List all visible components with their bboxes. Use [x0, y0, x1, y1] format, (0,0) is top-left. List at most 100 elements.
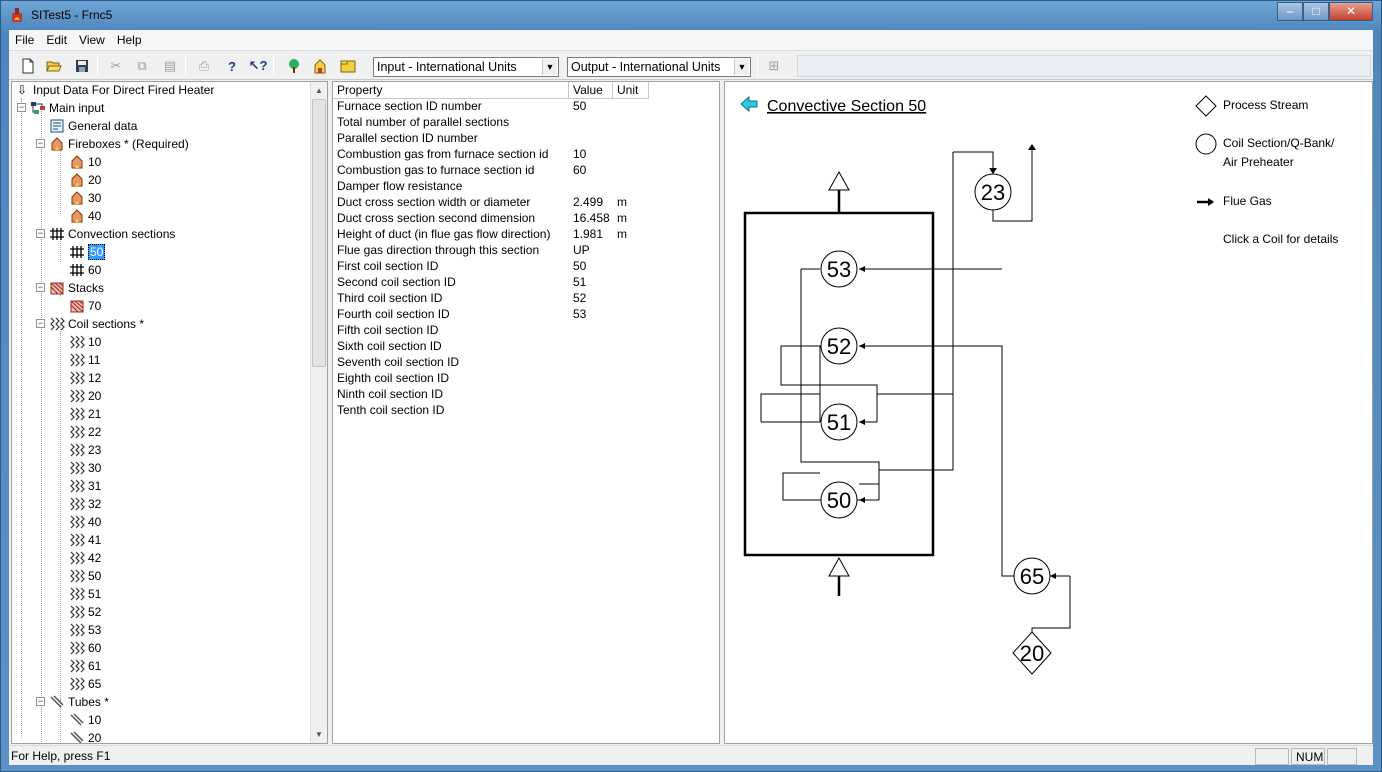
collapse-toggle[interactable]: − [36, 138, 45, 148]
grid-row[interactable]: Parallel section ID number [333, 131, 649, 147]
tree-view[interactable]: ⇩ Input Data For Direct Fired Heater − M… [11, 81, 328, 744]
maximize-button[interactable]: □ [1303, 2, 1329, 21]
tree-item-stack[interactable]: 70 [69, 297, 101, 315]
collapse-toggle[interactable]: − [36, 318, 45, 328]
menu-file[interactable]: File [15, 33, 35, 47]
tree-item-coil[interactable]: 10 [69, 333, 101, 351]
chevron-down-icon[interactable]: ▼ [542, 59, 557, 75]
context-help-icon[interactable]: ↖? [248, 58, 268, 73]
tree-item-main-input[interactable]: Main input [30, 99, 104, 117]
new-icon[interactable] [17, 55, 39, 77]
grid-row[interactable]: Damper flow resistance [333, 179, 649, 195]
copy-icon[interactable]: ⧉ [137, 58, 147, 73]
tree-item-tubes[interactable]: Tubes * [49, 693, 109, 711]
scroll-down-icon[interactable]: ▼ [315, 730, 323, 739]
tree-item-fireboxes[interactable]: Fireboxes * (Required) [49, 135, 189, 153]
tree-item-tube[interactable]: 10 [69, 711, 101, 729]
tree-item-coil[interactable]: 60 [69, 639, 101, 657]
tree-item-convection-sections[interactable]: Convection sections [49, 225, 175, 243]
value-cell[interactable]: 16.458 [573, 211, 610, 225]
tree-item-coil[interactable]: 65 [69, 675, 101, 693]
tree-item-coil[interactable]: 30 [69, 459, 101, 477]
tree-item-stacks[interactable]: Stacks [49, 279, 104, 297]
grid-row[interactable]: Ninth coil section ID [333, 387, 649, 403]
tree-item-coil[interactable]: 11 [69, 351, 100, 369]
value-cell[interactable] [569, 371, 613, 387]
tree-item-coil[interactable]: 21 [69, 405, 101, 423]
value-cell[interactable] [569, 115, 613, 131]
tree-item-coil[interactable]: 61 [69, 657, 101, 675]
coil-circle[interactable] [820, 250, 858, 288]
grid-row[interactable]: Sixth coil section ID [333, 339, 649, 355]
grid-row[interactable]: Fifth coil section ID [333, 323, 649, 339]
tree-item-coil[interactable]: 42 [69, 549, 101, 567]
tree-root[interactable]: ⇩ Input Data For Direct Fired Heater [14, 82, 214, 99]
grid-row[interactable]: Seventh coil section ID [333, 355, 649, 371]
value-cell[interactable] [569, 387, 613, 403]
scroll-up-icon[interactable]: ▲ [315, 86, 323, 95]
output-units-select[interactable]: Output - International Units ▼ [567, 57, 751, 77]
value-cell[interactable] [569, 179, 613, 195]
tree-item-firebox[interactable]: 10 [69, 153, 101, 171]
column-header-property[interactable]: Property [333, 82, 569, 99]
property-grid[interactable]: Property Value Unit Furnace section ID n… [332, 81, 720, 744]
pane-splitter[interactable] [328, 81, 332, 744]
chevron-down-icon[interactable]: ▼ [734, 59, 749, 75]
tree-item-coil-sections[interactable]: Coil sections * [49, 315, 144, 333]
coil-node[interactable]: 50 [820, 481, 858, 519]
coil-node[interactable]: 53 [820, 250, 858, 288]
coil-circle[interactable] [820, 481, 858, 519]
grid-row[interactable]: Tenth coil section ID [333, 403, 649, 419]
column-header-value[interactable]: Value [569, 82, 613, 99]
value-cell[interactable]: 1.981 [573, 227, 604, 241]
save-icon[interactable] [71, 55, 93, 77]
tree-item-firebox[interactable]: 40 [69, 207, 101, 225]
value-cell[interactable]: 60 [573, 163, 587, 177]
grid-row[interactable]: Total number of parallel sections [333, 115, 649, 131]
collapse-toggle[interactable]: − [36, 696, 45, 706]
coil-node[interactable]: 65 [1013, 557, 1051, 595]
tree-item-convection-selected[interactable]: 50 [69, 243, 106, 261]
cut-icon[interactable]: ✂ [110, 58, 122, 73]
column-header-unit[interactable]: Unit [613, 82, 649, 99]
close-button[interactable]: ✕ [1329, 2, 1373, 21]
layout-icon[interactable]: ⊞ [768, 58, 780, 73]
grid-row[interactable]: Eighth coil section ID [333, 371, 649, 387]
tree-item-coil[interactable]: 31 [69, 477, 101, 495]
coil-circle[interactable] [820, 327, 858, 365]
pane-splitter[interactable] [720, 81, 724, 744]
value-cell[interactable]: 53 [573, 307, 587, 321]
tree-item-convection[interactable]: 60 [69, 261, 101, 279]
tree-item-coil[interactable]: 22 [69, 423, 101, 441]
value-cell[interactable]: 51 [573, 275, 587, 289]
value-cell[interactable] [569, 131, 613, 147]
coil-node[interactable]: 52 [820, 327, 858, 365]
tree-item-coil[interactable]: 23 [69, 441, 101, 459]
tree-icon[interactable] [283, 55, 305, 77]
menu-view[interactable]: View [79, 33, 105, 47]
value-cell[interactable] [569, 355, 613, 371]
process-stream-node[interactable]: 20 [1012, 631, 1052, 675]
tree-item-coil[interactable]: 41 [69, 531, 101, 549]
menu-edit[interactable]: Edit [46, 33, 68, 47]
tree-item-coil[interactable]: 20 [69, 387, 101, 405]
print-icon[interactable]: ⎙ [198, 58, 210, 73]
coil-node[interactable]: 23 [974, 173, 1012, 211]
tree-item-coil[interactable]: 51 [69, 585, 101, 603]
tree-scrollbar[interactable]: ▲ ▼ [310, 82, 327, 743]
value-cell[interactable]: 50 [573, 259, 587, 273]
value-cell[interactable] [569, 403, 613, 419]
back-arrow-icon[interactable] [740, 95, 758, 113]
tree-item-firebox[interactable]: 20 [69, 171, 101, 189]
collapse-toggle[interactable]: − [17, 102, 26, 112]
scroll-thumb[interactable] [312, 99, 326, 367]
